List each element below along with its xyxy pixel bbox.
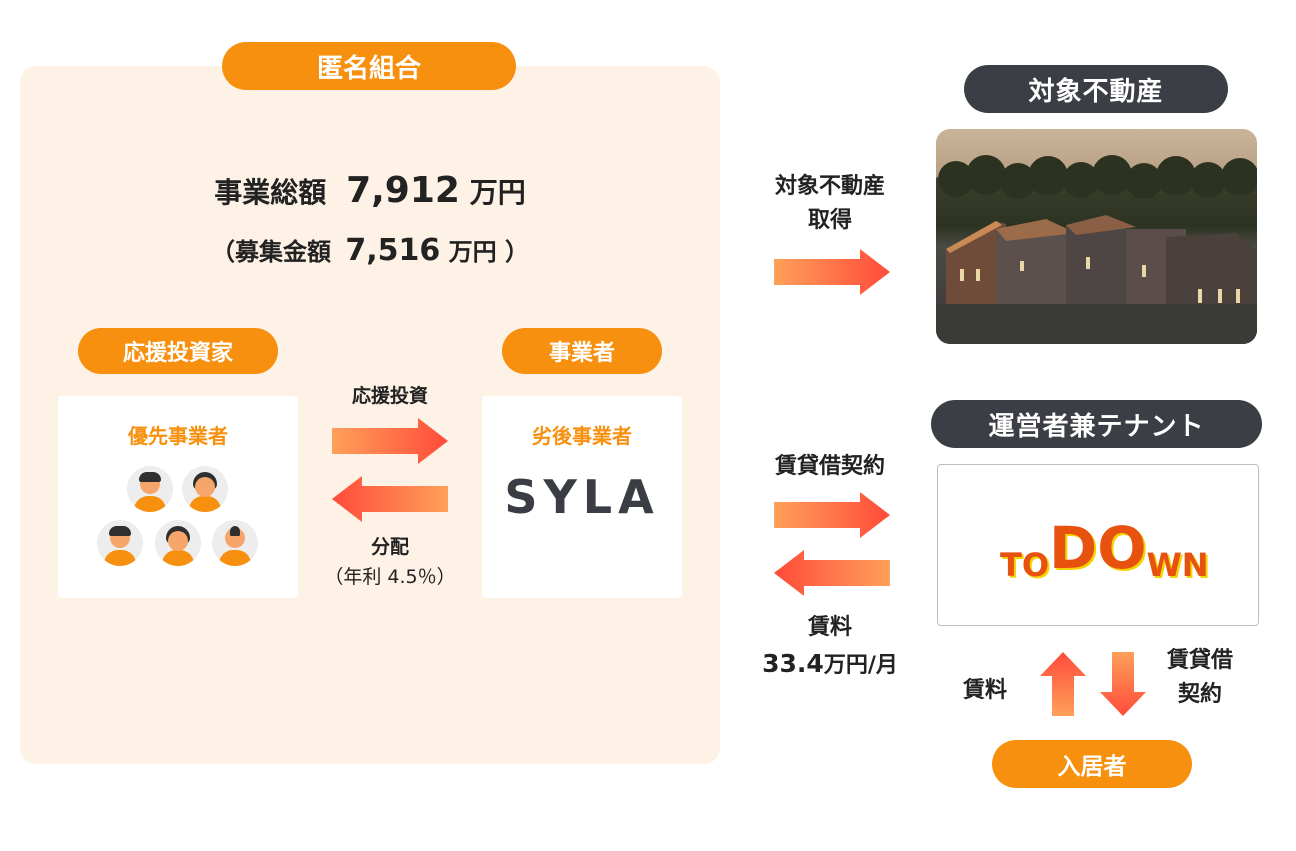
total-amount-unit: 万円: [469, 176, 526, 209]
investor-avatar: [212, 520, 258, 566]
raise-amount-value: 7,516: [345, 233, 441, 268]
operator-tenant-header: 運営者兼テナント: [931, 400, 1262, 448]
rent-label: 賃料 33.4万円/月: [745, 610, 915, 684]
lease-arrow-right: [774, 492, 890, 538]
investment-flow-label: 応援投資: [351, 385, 428, 407]
property-buildings-image: [936, 155, 1257, 344]
rent-label-line1: 賃料: [807, 615, 852, 640]
rent-value: 33.4: [762, 649, 824, 678]
syla-logo: SYLA: [504, 470, 660, 524]
property-photo: [936, 129, 1257, 344]
todown-letter: D: [1049, 514, 1098, 582]
investor-avatar: [182, 466, 228, 512]
raise-amount-suffix: ）: [504, 238, 529, 266]
investment-arrow-right: [332, 418, 448, 464]
anonymous-partnership-title: 匿名組合: [222, 42, 516, 90]
acquire-property-label: 対象不動産 取得: [745, 170, 915, 238]
rent-arrow-up: [1040, 652, 1086, 716]
operator-card: 劣後事業者 SYLA: [482, 396, 682, 598]
distribution-rate-label: （年利 4.5％）: [324, 566, 456, 588]
resident-lease-label: 賃貸借 契約: [1148, 644, 1252, 712]
rent-unit: 万円/月: [823, 653, 898, 678]
investor-avatar: [127, 466, 173, 512]
total-amount-label: 事業総額: [214, 176, 327, 209]
lease-contract-label: 賃貸借契約: [774, 454, 885, 479]
operator-header: 事業者: [502, 328, 662, 374]
distribution-flow-label: 分配 （年利 4.5％）: [300, 532, 480, 592]
acquire-property-line1: 対象不動産: [774, 174, 885, 199]
todown-letter: T: [1000, 546, 1022, 584]
acquire-property-line2: 取得: [807, 208, 852, 233]
todown-letter: O: [1021, 546, 1050, 584]
todown-logo: TODOWN: [1000, 519, 1209, 585]
resident-rent-label: 賃料: [963, 678, 1008, 703]
investors-card: 優先事業者: [58, 396, 298, 598]
total-amount-line: 事業総額 7,912 万円: [20, 170, 720, 211]
todown-letter: N: [1181, 546, 1209, 584]
acquire-arrow-right: [774, 249, 890, 295]
priority-investor-label: 優先事業者: [128, 424, 228, 448]
distribution-arrow-left: [332, 476, 448, 522]
investor-avatar: [155, 520, 201, 566]
rent-arrow-left: [774, 550, 890, 596]
target-property-header: 対象不動産: [964, 65, 1228, 113]
todown-letter: O: [1097, 514, 1147, 582]
raise-amount-prefix: （募集金額: [211, 238, 331, 266]
resident-header: 入居者: [992, 740, 1192, 788]
subordinate-operator-label: 劣後事業者: [532, 424, 632, 448]
todown-logo-card: TODOWN: [937, 464, 1259, 626]
lease-arrow-down: [1100, 652, 1146, 716]
raise-amount-unit: 万円: [448, 238, 497, 266]
resident-lease-line1: 賃貸借: [1166, 648, 1233, 673]
supporting-investors-header: 応援投資家: [78, 328, 278, 374]
investor-avatar: [97, 520, 143, 566]
distribution-label: 分配: [370, 536, 409, 558]
todown-letter: W: [1146, 546, 1182, 584]
resident-lease-line2: 契約: [1177, 682, 1222, 707]
raise-amount-line: （募集金額 7,516 万円 ）: [20, 232, 720, 268]
total-amount-value: 7,912: [346, 170, 460, 211]
